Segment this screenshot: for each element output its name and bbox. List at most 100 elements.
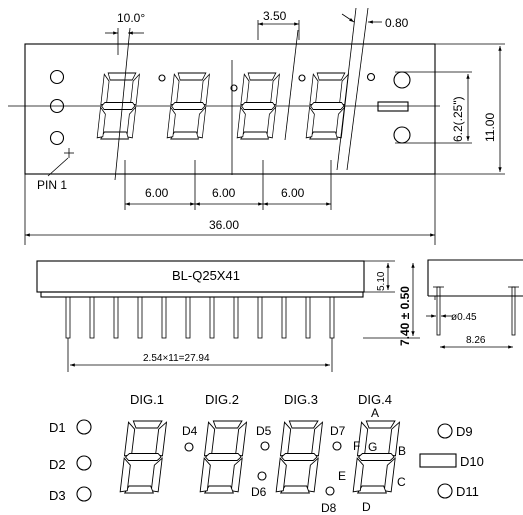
pinout-digit-3-segment-d [279,485,310,494]
left-hole-top [49,69,65,85]
led-label-d8: D8 [321,501,337,515]
led-d10 [419,453,457,468]
led-d1 [76,419,92,435]
led-label-d10: D10 [460,454,484,469]
segment-label-f: F [353,439,360,453]
pinout-digit-1-segment-c [150,457,163,493]
top-digit-2-segment-f [170,73,180,106]
led-label-d5: D5 [256,424,272,438]
side-pin [161,296,167,339]
top-digit-1-segment-e [96,106,106,139]
pinout-digit-4 [352,420,401,494]
top-view-body [24,43,436,175]
top-view: 10.0° 3.50 0.80 11.00 6.2(.25") PIN 1 6.… [8,7,505,245]
digit-outline-4 [305,72,349,140]
side-view-base [40,291,364,298]
led-d11 [437,483,453,499]
pinout-diagram: DIG.1 DIG.2 DIG.3 DIG.4 A B C D E F G D1… [49,392,484,515]
seg-width-label: 0.80 [385,16,409,30]
side-pin [329,296,335,339]
led-d5 [260,441,270,451]
side-view: BL-Q25X41 5.10 7.40 ± 0.50 2.54×11=27.94 [36,260,420,372]
side-pin [233,296,239,339]
pinout-digit-2-segment-e [199,457,211,493]
height-label: 11.00 [483,113,497,142]
side-pin [185,296,191,339]
pinout-digit-2-segment-c [230,457,243,493]
spacing-label-2: 6.00 [212,186,236,200]
pinout-digit-1-segment-a [132,420,163,429]
slant-line-3 [346,7,369,171]
top-digit-4-segment-d [309,131,338,140]
digit-outline-3 [236,72,280,140]
top-view-pin-holes [49,69,411,146]
pinout-digit-4-segment-d [356,485,387,494]
spacing-label-1: 6.00 [145,186,169,200]
top-digit-1-segment-c [126,106,137,139]
segment-label-c: C [397,475,406,489]
pinout-digit-4-segment-a [365,420,396,429]
slant-line-4 [284,29,299,141]
led-label-d9: D9 [456,424,473,439]
side-pin [137,296,143,339]
total-width-label: 36.00 [209,218,239,232]
colon-dot-top [366,72,376,82]
segment-label-g: G [368,440,377,454]
led-label-d6: D6 [251,485,267,499]
top-digit-1-segment-d [100,131,129,140]
pinout-digit-4-segment-c [383,457,396,493]
led-d2 [76,455,92,471]
pitch-label: 3.50 [263,9,287,23]
digit-outline-1 [96,72,140,140]
slant-line-1 [114,27,131,181]
pinout-digit-3-segment-a [288,420,319,429]
pinout-digit-2-segment-f [203,421,216,457]
right-hole-top [393,71,411,89]
top-digit-2-segment-d [170,131,199,140]
pin-diameter-label: ø0.45 [451,312,477,323]
pinout-digit-1-segment-e [119,457,131,493]
digit-outline-2 [166,72,210,140]
led-d6 [257,471,267,481]
spacing-label-3: 6.00 [281,186,305,200]
pinout-digit-2-segment-d [203,485,234,494]
top-digit-3-segment-e [236,106,246,139]
pinout-digit-1 [119,420,168,494]
top-digit-3-segment-g [241,102,276,110]
seg-width-arrow-left [341,13,355,23]
digit-label-1: DIG.1 [130,392,164,407]
top-digit-1-segment-a [107,72,137,81]
led-label-d11: D11 [456,484,479,499]
side-pin [89,296,95,339]
segment-label-b: B [398,444,406,458]
top-view-digits [96,72,349,140]
top-digit-4-segment-f [309,73,319,106]
top-digit-2-segment-c [196,106,207,139]
pinout-digit-3 [275,420,324,494]
led-d8 [325,486,335,496]
pin-span-label: 2.54×11=27.94 [143,353,210,364]
part-number: BL-Q25X41 [172,268,240,283]
total-height-label: 7.40 ± 0.50 [398,286,412,346]
left-hole-bottom [49,130,65,146]
pin1-leader [47,157,69,177]
led-label-d4: D4 [182,424,198,438]
pinout-digit-4-segment-e [352,457,364,493]
led-label-d1: D1 [49,420,66,435]
top-digit-3-segment-f [240,73,250,106]
pinout-digit-3-segment-c [306,457,319,493]
led-label-d3: D3 [49,488,66,503]
top-digit-3-segment-c [266,106,277,139]
pinout-digit-1-segment-d [123,485,154,494]
led-label-d2: D2 [49,457,66,472]
end-view-pin-right [511,286,516,336]
segment-label-e: E [338,469,346,483]
pinout-digit-3-segment-e [275,457,287,493]
right-hole-bottom [393,126,411,144]
top-digit-2-segment-g [171,102,206,110]
pinout-digit-4-segment-g [357,453,395,461]
body-height-label: 5.10 [376,271,387,291]
side-view-pins [65,296,335,339]
side-pin [257,296,263,339]
